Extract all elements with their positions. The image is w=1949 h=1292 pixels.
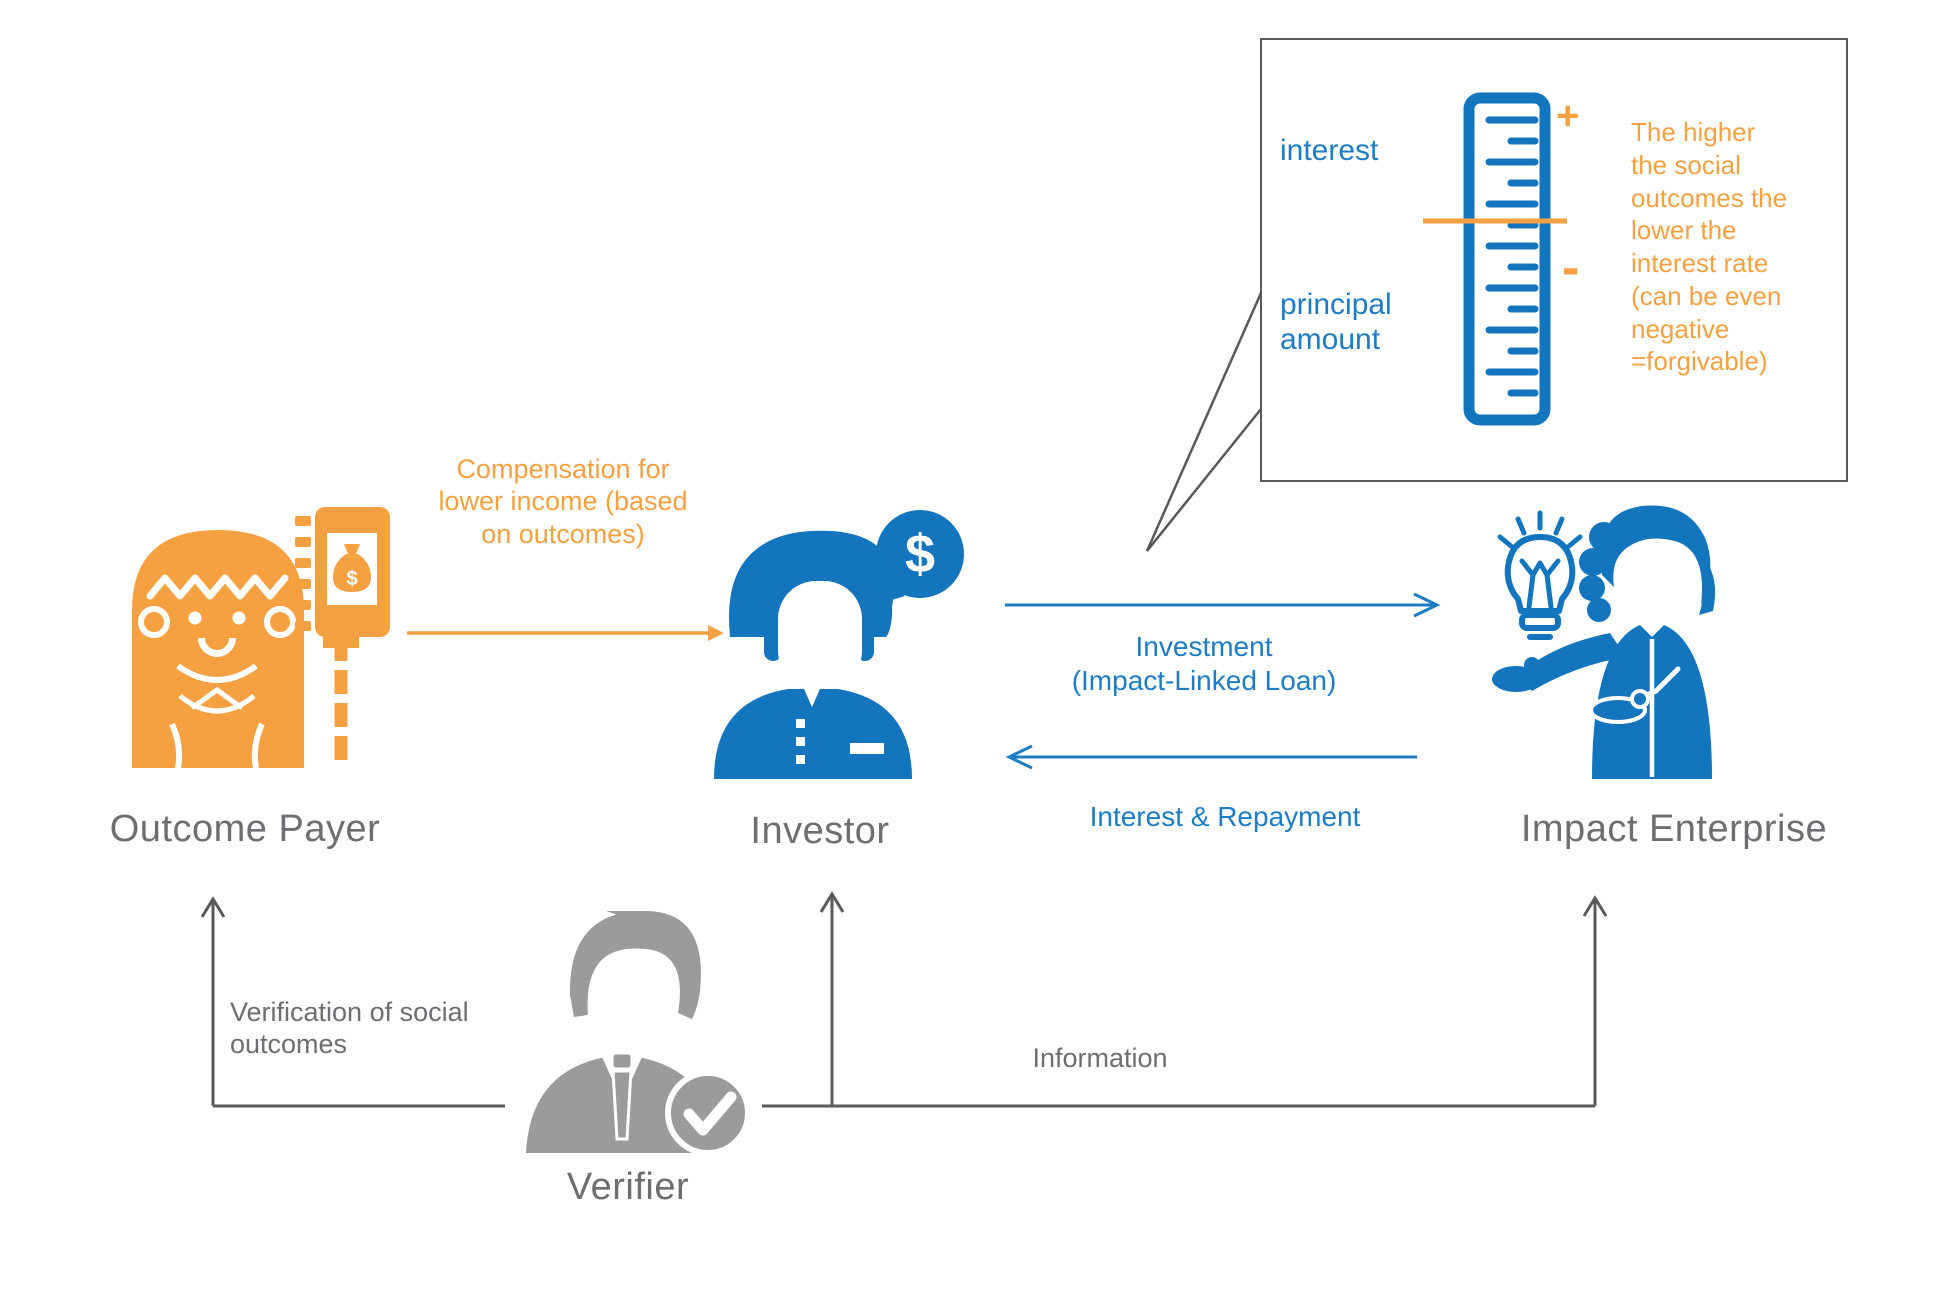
repayment-arrow [1005, 744, 1417, 770]
investor-label: Investor [750, 810, 890, 852]
woman-presenting-icon [1492, 505, 1716, 779]
plus-sign: + [1556, 94, 1580, 138]
minus-sign: - [1562, 239, 1580, 297]
lightbulb-icon [1497, 510, 1583, 640]
principal-line: amount [1280, 322, 1381, 356]
check-badge-icon [665, 1070, 751, 1156]
investment-label: Investment (Impact-Linked Loan) [1071, 631, 1337, 697]
verification-label: Verification of social outcomes [230, 997, 469, 1060]
callout-tail [1147, 293, 1259, 551]
dollar-speech-bubble-icon: $ [868, 510, 964, 607]
information-label: Information [1032, 1043, 1168, 1073]
businessman-icon: $ [714, 510, 964, 779]
woman-with-sign-icon: $ [132, 507, 390, 769]
verifier-label: Verifier [566, 1166, 690, 1208]
compensation-label: Compensation for lower income (based on … [438, 454, 688, 549]
callout-box [1260, 38, 1848, 482]
investment-arrow [1005, 592, 1441, 618]
outcome-payer-label: Outcome Payer [109, 808, 381, 850]
svg-text:$: $ [346, 568, 357, 590]
principal-line: principal [1280, 288, 1392, 321]
ruler-icon [1463, 92, 1551, 426]
impact-enterprise-label: Impact Enterprise [1520, 808, 1828, 850]
compensation-arrow [407, 625, 724, 641]
callout-note: The higher the social outcomes the lower… [1631, 117, 1788, 377]
money-bag-icon: $ [332, 544, 372, 592]
repayment-label: Interest & Repayment [1089, 801, 1361, 832]
interest-label: interest [1280, 134, 1379, 167]
auditor-icon [526, 910, 751, 1156]
svg-text:$: $ [905, 524, 935, 584]
principal-amount-label: principal amount [1280, 288, 1392, 357]
